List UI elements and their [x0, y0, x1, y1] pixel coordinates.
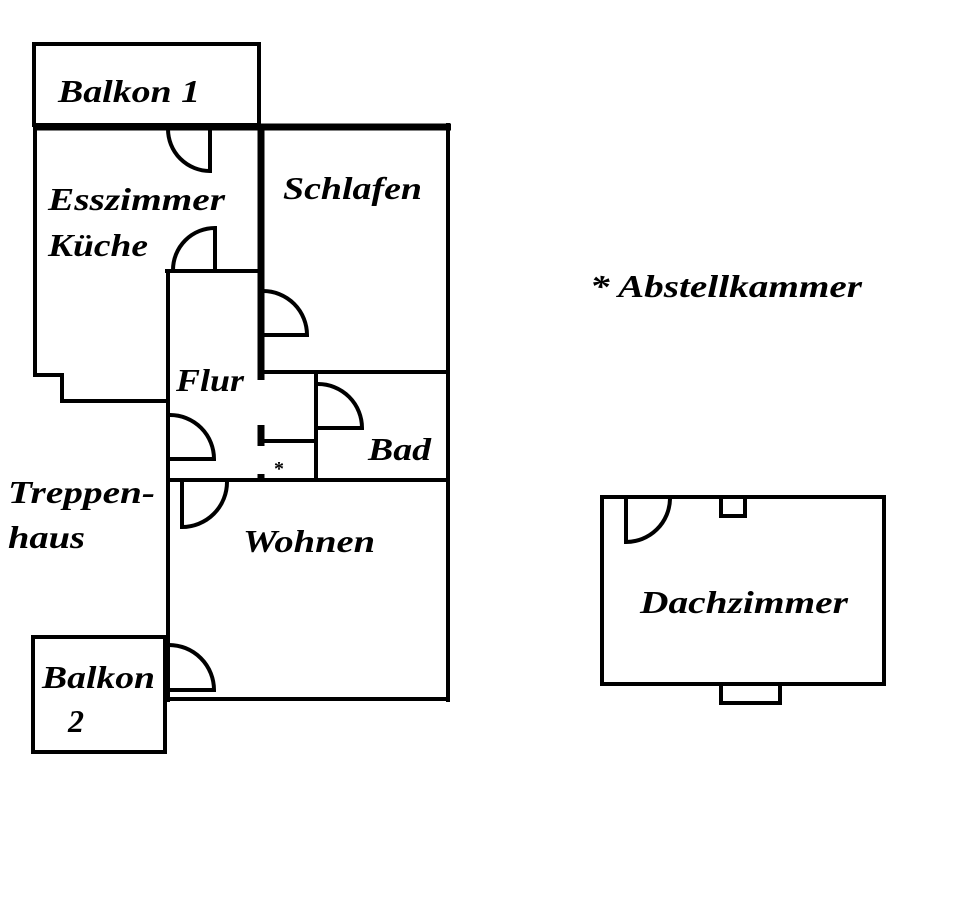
dachzimmer-chimney — [719, 495, 747, 518]
door-bad-icon — [317, 382, 365, 430]
label-treppenhaus-2: haus — [8, 519, 85, 555]
room-balkon-2 — [31, 635, 167, 754]
label-kueche: Küche — [47, 227, 148, 263]
door-dachzimmer-icon — [624, 498, 672, 545]
wall-esszimmer — [33, 125, 169, 403]
door-wohnen-icon — [180, 481, 229, 530]
dachzimmer-bay — [719, 682, 782, 705]
label-bad: Bad — [367, 431, 432, 467]
label-dachzimmer: Dachzimmer — [639, 584, 849, 620]
door-esszimmer-balkon-icon — [166, 128, 212, 174]
label-balkon-2: Balkon — [41, 659, 155, 695]
legend-abstellkammer: * Abstellkammer — [590, 268, 863, 304]
label-schlafen: Schlafen — [283, 170, 422, 206]
label-flur: Flur — [175, 362, 245, 398]
label-balkon-2-number: 2 — [67, 703, 84, 739]
label-wohnen: Wohnen — [243, 523, 375, 559]
door-schlafen-icon — [262, 289, 310, 337]
label-balkon-1: Balkon 1 — [57, 73, 200, 109]
door-flur-treppenhaus-icon — [169, 413, 217, 461]
label-esszimmer: Esszimmer — [47, 181, 226, 217]
door-esszimmer-flur-icon — [171, 225, 217, 271]
door-wohnen-balkon-icon — [168, 643, 217, 692]
label-treppenhaus-1: Treppen- — [8, 474, 155, 510]
label-abstellkammer-marker: * — [274, 458, 284, 480]
